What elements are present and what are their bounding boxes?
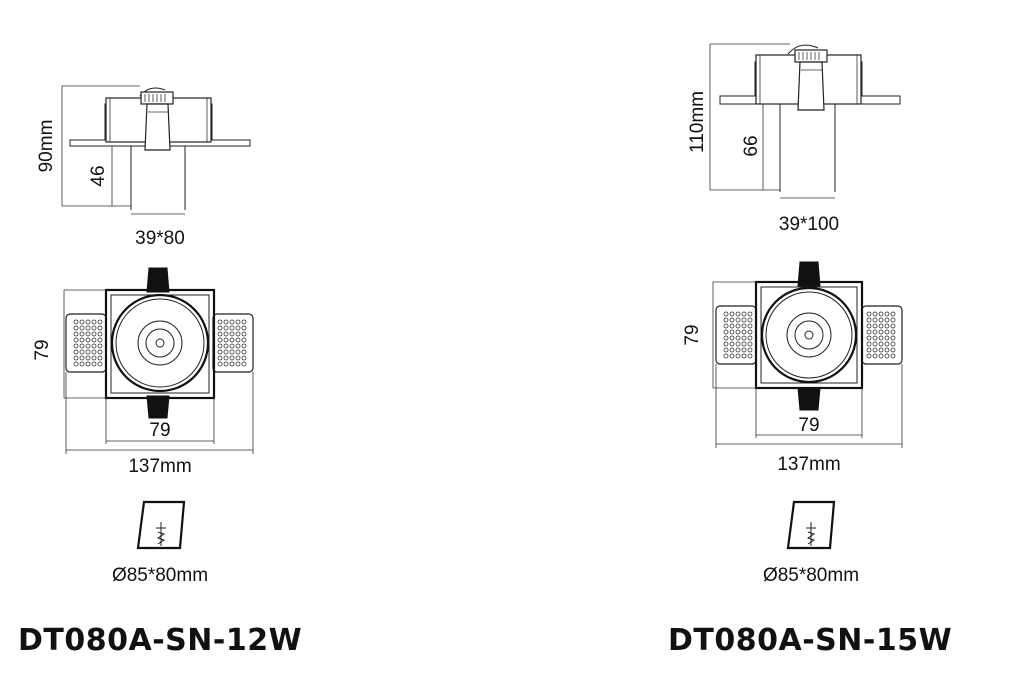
right-spring-plate [212, 313, 254, 373]
top-clip [146, 267, 170, 293]
left-plate-holes [723, 311, 753, 359]
bottom-clip [146, 395, 170, 419]
front-inner-width-label-15w: 79 [798, 415, 819, 436]
side-width-label-15w: 39*100 [779, 214, 839, 235]
cutout-icon [136, 500, 186, 550]
bottom-clip [797, 387, 821, 411]
front-outer-width-label-15w: 137mm [777, 454, 840, 475]
front-height-label-15w: 79 [682, 324, 703, 345]
front-view-15w [712, 261, 903, 448]
model-name-12w: DT080A-SN-12W [18, 623, 302, 658]
lamp-ring [760, 286, 858, 384]
top-clip [797, 261, 821, 287]
side-depth-label-12w: 46 [88, 165, 109, 186]
outer-square-frame [104, 288, 216, 400]
side-height-label-12w: 90mm [36, 120, 57, 173]
side-height-label-15w: 110mm [687, 91, 708, 153]
right-plate-holes [866, 311, 896, 359]
front-outer-width-label-12w: 137mm [128, 456, 191, 477]
side-depth-label-15w: 66 [741, 135, 762, 156]
right-spring-plate [861, 305, 903, 365]
outer-square-frame [754, 280, 864, 390]
side-view-12w [61, 85, 251, 215]
cutout-icon [786, 500, 836, 550]
front-view-12w [63, 267, 254, 454]
product-12w: 90mm 46 39*80 [32, 85, 254, 586]
lamp-ring [110, 293, 210, 393]
front-height-label-12w: 79 [32, 339, 53, 360]
side-view-15w [709, 43, 901, 199]
product-15w: 110mm 66 39*100 [682, 43, 903, 586]
right-plate-holes [217, 319, 247, 367]
left-plate-holes [73, 319, 103, 367]
side-width-label-12w: 39*80 [135, 228, 185, 249]
cutout-label-15w: Ø85*80mm [763, 565, 859, 586]
front-inner-width-label-12w: 79 [149, 420, 170, 441]
cutout-label-12w: Ø85*80mm [112, 565, 208, 586]
model-name-15w: DT080A-SN-15W [668, 623, 952, 658]
